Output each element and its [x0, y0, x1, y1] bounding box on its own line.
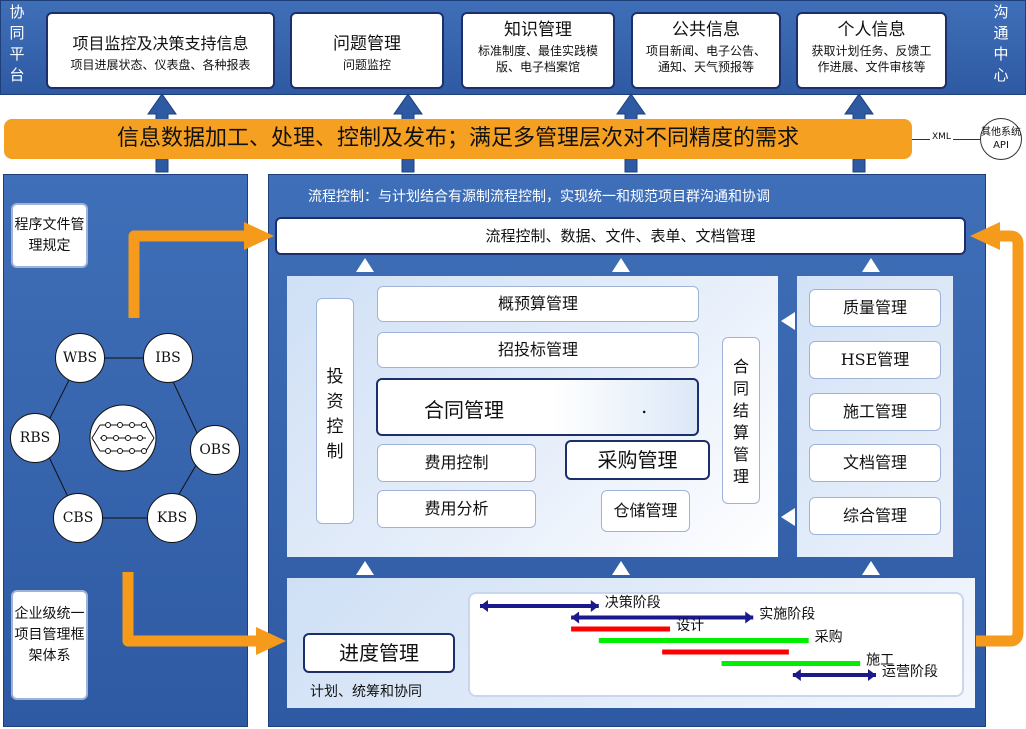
- top-box-monitoring[interactable]: 项目监控及决策支持信息 项目进展状态、仪表盘、各种报表: [46, 12, 275, 89]
- top-box-title: 个人信息: [837, 20, 906, 40]
- gantt-arrow-head: [792, 669, 801, 681]
- gantt-label: 施工: [866, 653, 894, 669]
- gantt-arrow-head: [480, 600, 488, 612]
- up-triangle: [356, 258, 374, 272]
- hse-label: HSE管理: [840, 350, 910, 369]
- platform-label: 协同平台: [9, 3, 25, 84]
- gantt-task-bar: [721, 661, 861, 666]
- cost-control-label: 费用控制: [424, 453, 489, 472]
- schedule-subtitle: 计划、统筹和协同: [310, 684, 422, 700]
- top-box-title: 公共信息: [672, 20, 740, 40]
- quality-label: 质量管理: [842, 298, 907, 317]
- gantt-task-bar: [598, 638, 809, 643]
- up-triangle: [612, 561, 630, 575]
- top-box-title: 问题管理: [333, 34, 401, 54]
- invest-control-label: 投资控制: [326, 367, 344, 462]
- gantt-arrow-head: [745, 611, 754, 624]
- api-label: 其他系统API: [981, 127, 1021, 151]
- construction-label: 施工管理: [842, 402, 907, 421]
- banner-text: 信息数据加工、处理、控制及发布；满足多管理层次对不同精度的需求: [116, 126, 799, 151]
- quality-box[interactable]: 质量管理: [809, 289, 941, 327]
- gantt-label: 决策阶段: [605, 594, 661, 611]
- node-rbs[interactable]: RBS: [10, 413, 60, 463]
- bidding-box[interactable]: 招投标管理: [377, 332, 699, 368]
- contract-box[interactable]: 合同管理 .: [376, 378, 699, 436]
- gantt-label: 采购: [815, 630, 843, 646]
- top-box-sub: 项目新闻、电子公告、通知、天气预报等: [645, 44, 766, 74]
- communication-center-label: 沟通中心: [993, 3, 1009, 84]
- node-obs[interactable]: OBS: [190, 425, 240, 475]
- top-box-issue[interactable]: 问题管理 问题监控: [290, 12, 444, 89]
- top-box-knowledge[interactable]: 知识管理 标准制度、最佳实践模版、电子档案馆: [461, 12, 615, 89]
- top-box-public[interactable]: 公共信息 项目新闻、电子公告、通知、天气预报等: [631, 12, 781, 89]
- purchase-box[interactable]: 采购管理: [565, 440, 710, 480]
- program-file-box[interactable]: 程序文件管理规定: [11, 203, 88, 268]
- top-box-personal[interactable]: 个人信息 获取计划任务、反馈工作进展、文件审核等: [796, 12, 947, 89]
- invest-control-box[interactable]: 投资控制: [316, 298, 354, 524]
- framework-label: 企业级统一项目管理框架体系: [14, 606, 85, 664]
- schedule-box[interactable]: 进度管理: [303, 633, 455, 673]
- top-box-title: 知识管理: [504, 20, 572, 40]
- storage-label: 仓储管理: [613, 501, 678, 520]
- purchase-label: 采购管理: [597, 448, 678, 472]
- gantt-arrow-head: [590, 600, 599, 612]
- node-wbs[interactable]: WBS: [55, 333, 105, 383]
- cost-analysis-box[interactable]: 费用分析: [377, 490, 536, 528]
- settlement-label: 合同结算管理: [732, 357, 749, 486]
- top-box-sub: 标准制度、最佳实践模版、电子档案馆: [477, 44, 598, 74]
- cost-analysis-label: 费用分析: [424, 499, 489, 518]
- framework-box[interactable]: 企业级统一项目管理框架体系: [11, 590, 88, 700]
- hse-box[interactable]: HSE管理: [809, 341, 941, 379]
- up-triangle: [862, 258, 880, 272]
- gantt-label: 实施阶段: [759, 607, 815, 623]
- gantt-arrow-head: [571, 611, 580, 624]
- flow-control-label: 流程控制、数据、文件、表单、文档管理: [485, 227, 756, 245]
- node-ibs[interactable]: IBS: [143, 333, 193, 383]
- general-label: 综合管理: [842, 506, 907, 525]
- gantt-arrow-head: [868, 669, 876, 681]
- storage-box[interactable]: 仓储管理: [601, 490, 690, 532]
- up-triangle: [356, 561, 374, 575]
- top-box-sub: 获取计划任务、反馈工作进展、文件审核等: [811, 44, 932, 74]
- document-box[interactable]: 文档管理: [809, 444, 941, 482]
- schedule-label: 进度管理: [339, 641, 419, 665]
- up-triangle: [862, 561, 880, 575]
- bidding-label: 招投标管理: [497, 340, 578, 359]
- estimate-box[interactable]: 概预算管理: [377, 286, 699, 322]
- info-processing-banner: 信息数据加工、处理、控制及发布；满足多管理层次对不同精度的需求: [4, 119, 912, 159]
- estimate-label: 概预算管理: [497, 294, 578, 313]
- general-box[interactable]: 综合管理: [809, 497, 941, 535]
- gantt-task-bar: [662, 649, 789, 655]
- gantt-label: 设计: [676, 618, 704, 634]
- top-box-title: 项目监控及决策支持信息: [72, 34, 249, 53]
- top-box-sub: 问题监控: [342, 58, 391, 72]
- flow-control-box[interactable]: 流程控制、数据、文件、表单、文档管理: [275, 217, 966, 255]
- gantt-label: 运营阶段: [882, 664, 938, 680]
- document-label: 文档管理: [842, 453, 907, 472]
- other-api-circle[interactable]: 其他系统API: [980, 118, 1022, 160]
- main-header: 流程控制：与计划结合有源制流程控制，实现统一和规范项目群沟通和协调: [308, 189, 770, 205]
- settlement-box[interactable]: 合同结算管理: [722, 337, 760, 504]
- left-triangle: [781, 312, 795, 330]
- gantt-area: [468, 592, 964, 697]
- contract-dot: .: [641, 394, 648, 418]
- contract-label: 合同管理: [424, 398, 504, 422]
- gantt-task-bar: [571, 626, 671, 632]
- up-triangle: [612, 258, 630, 272]
- xml-label: XML: [930, 132, 953, 142]
- top-box-sub: 项目进展状态、仪表盘、各种报表: [70, 58, 251, 72]
- left-triangle: [781, 508, 795, 526]
- node-kbs[interactable]: KBS: [147, 493, 197, 543]
- node-cbs[interactable]: CBS: [53, 493, 103, 543]
- cost-control-box[interactable]: 费用控制: [377, 444, 536, 482]
- construction-box[interactable]: 施工管理: [809, 393, 941, 431]
- program-file-label: 程序文件管理规定: [14, 217, 85, 254]
